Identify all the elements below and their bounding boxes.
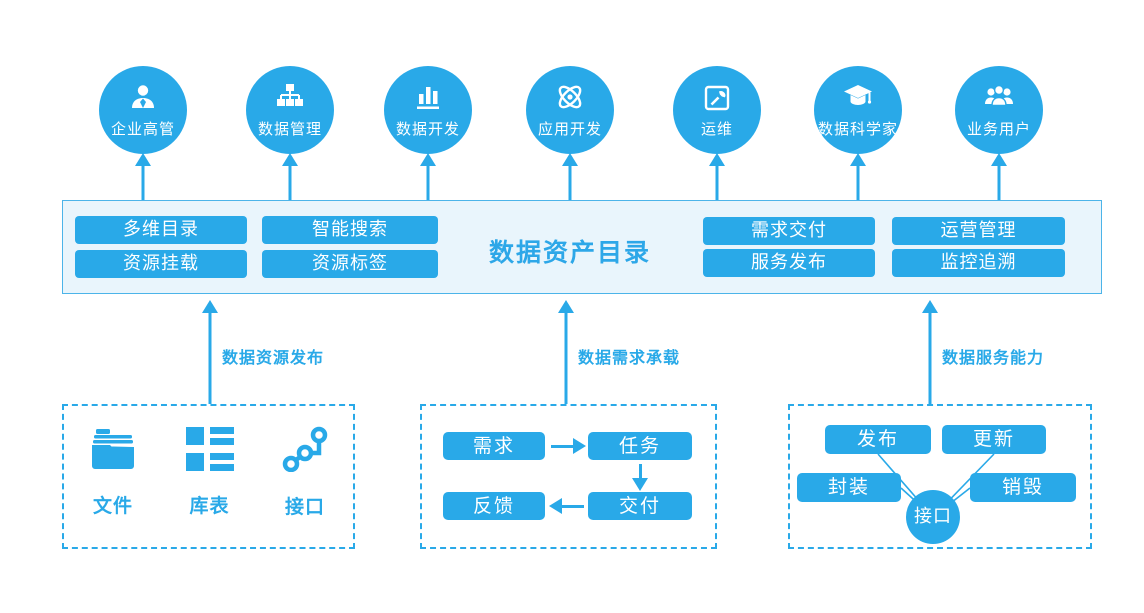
arrow-task-to-delivery-head bbox=[632, 478, 648, 491]
arrow-delivery-to-feedback bbox=[561, 504, 584, 508]
role-data-scientist: 数据科学家 bbox=[814, 66, 902, 154]
api-nodes-icon bbox=[281, 426, 329, 476]
data-asset-catalog-box bbox=[62, 200, 1102, 294]
demand-panel bbox=[420, 404, 717, 549]
catalog-btn-publish: 服务发布 bbox=[703, 249, 875, 277]
arrow-demand-to-task-head bbox=[573, 438, 586, 454]
bar-chart-icon bbox=[413, 81, 443, 113]
arrow-service-ability bbox=[922, 300, 938, 404]
resource-label: 库表 bbox=[189, 495, 230, 517]
folder-icon bbox=[88, 427, 138, 475]
role-label: 数据科学家 bbox=[817, 120, 898, 138]
table-icon bbox=[185, 427, 234, 475]
svc-btn-update: 更新 bbox=[942, 425, 1046, 454]
arrow-up-to-data-development bbox=[420, 153, 436, 200]
resource-label: 文件 bbox=[92, 495, 133, 517]
catalog-btn-monitor: 监控追溯 bbox=[892, 249, 1065, 277]
arrow-up-to-executive bbox=[135, 153, 151, 200]
catalog-title: 数据资产目录 bbox=[488, 238, 651, 267]
role-label: 运维 bbox=[700, 120, 733, 138]
flow-label-service: 数据服务能力 bbox=[942, 348, 1045, 367]
flow-label-resource: 数据资源发布 bbox=[222, 348, 325, 367]
catalog-btn-delivery: 需求交付 bbox=[703, 217, 875, 245]
resource-label: 接口 bbox=[284, 496, 325, 518]
arrow-task-to-delivery bbox=[638, 464, 642, 479]
catalog-btn-tags: 资源标签 bbox=[262, 250, 438, 278]
role-label: 数据开发 bbox=[395, 120, 460, 138]
role-data-development: 数据开发 bbox=[384, 66, 472, 154]
atom-icon bbox=[554, 81, 586, 113]
role-business-users: 业务用户 bbox=[955, 66, 1043, 154]
resource-item-table: 库表 bbox=[185, 427, 234, 518]
resource-item-api: 接口 bbox=[281, 426, 329, 519]
svc-hub-interface: 接口 bbox=[906, 490, 960, 544]
catalog-btn-multidim: 多维目录 bbox=[75, 216, 247, 244]
graduation-cap-icon bbox=[842, 81, 874, 113]
role-label: 应用开发 bbox=[537, 120, 602, 138]
role-executive: 企业高管 bbox=[99, 66, 187, 154]
arrow-demand-to-task bbox=[551, 444, 574, 448]
arrow-up-to-data-management bbox=[282, 153, 298, 200]
role-label: 数据管理 bbox=[257, 120, 322, 138]
svc-btn-destroy: 销毁 bbox=[970, 473, 1076, 502]
node-feedback: 反馈 bbox=[443, 492, 545, 520]
catalog-btn-mount: 资源挂载 bbox=[75, 250, 247, 278]
flow-label-demand: 数据需求承载 bbox=[578, 348, 681, 367]
node-demand: 需求 bbox=[443, 432, 545, 460]
arrow-delivery-to-feedback-head bbox=[549, 498, 562, 514]
resource-panel bbox=[62, 404, 355, 549]
arrow-up-to-data-scientist bbox=[850, 153, 866, 200]
catalog-btn-search: 智能搜索 bbox=[262, 216, 438, 244]
sitemap-icon bbox=[275, 81, 305, 113]
resource-items: 文件 库表 接口 bbox=[62, 404, 355, 549]
resource-item-file: 文件 bbox=[88, 427, 138, 518]
arrow-resource-publish bbox=[202, 300, 218, 404]
catalog-btn-operation: 运营管理 bbox=[892, 217, 1065, 245]
role-label: 业务用户 bbox=[966, 120, 1031, 138]
executive-icon bbox=[128, 81, 158, 113]
role-data-management: 数据管理 bbox=[246, 66, 334, 154]
node-task: 任务 bbox=[588, 432, 692, 460]
arrow-up-to-business-users bbox=[991, 153, 1007, 200]
users-icon bbox=[983, 81, 1015, 113]
arrow-up-to-operations bbox=[709, 153, 725, 200]
svc-btn-publish: 发布 bbox=[825, 425, 931, 454]
role-app-development: 应用开发 bbox=[526, 66, 614, 154]
svc-btn-package: 封装 bbox=[797, 473, 901, 502]
arrow-demand-carry bbox=[558, 300, 574, 404]
maintenance-icon bbox=[702, 81, 732, 113]
arrow-up-to-app-development bbox=[562, 153, 578, 200]
role-operations: 运维 bbox=[673, 66, 761, 154]
role-label: 企业高管 bbox=[110, 120, 175, 138]
node-delivery: 交付 bbox=[588, 492, 692, 520]
